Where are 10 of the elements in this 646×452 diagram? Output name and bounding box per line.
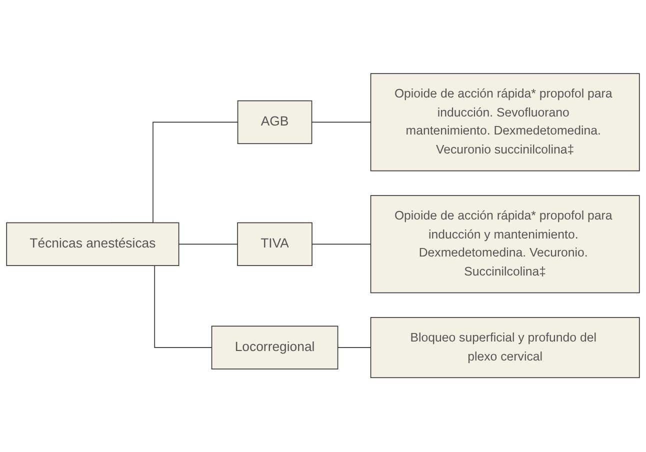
node-box: AGB — [237, 100, 312, 144]
node-box: Locorregional — [211, 326, 338, 370]
node-box: Bloqueo superficial y profundo del plexo cervical — [370, 317, 640, 378]
node-box: Opioide de acción rápida* propofol para inducción y mantenimiento. Dexmedetomedina. Vecuronio. Succinilcolina‡ — [370, 196, 640, 294]
node-box: TIVA — [237, 222, 312, 266]
node-box: Técnicas anestésicas — [6, 222, 180, 266]
connector — [311, 122, 372, 123]
node-box: Opioide de acción rápida* propofol para inducción. Sevofluorano mantenimiento. Dexmedetomedina. Vecuronio succinilcolina‡ — [370, 74, 640, 172]
connector — [312, 244, 372, 245]
connector — [178, 244, 238, 245]
